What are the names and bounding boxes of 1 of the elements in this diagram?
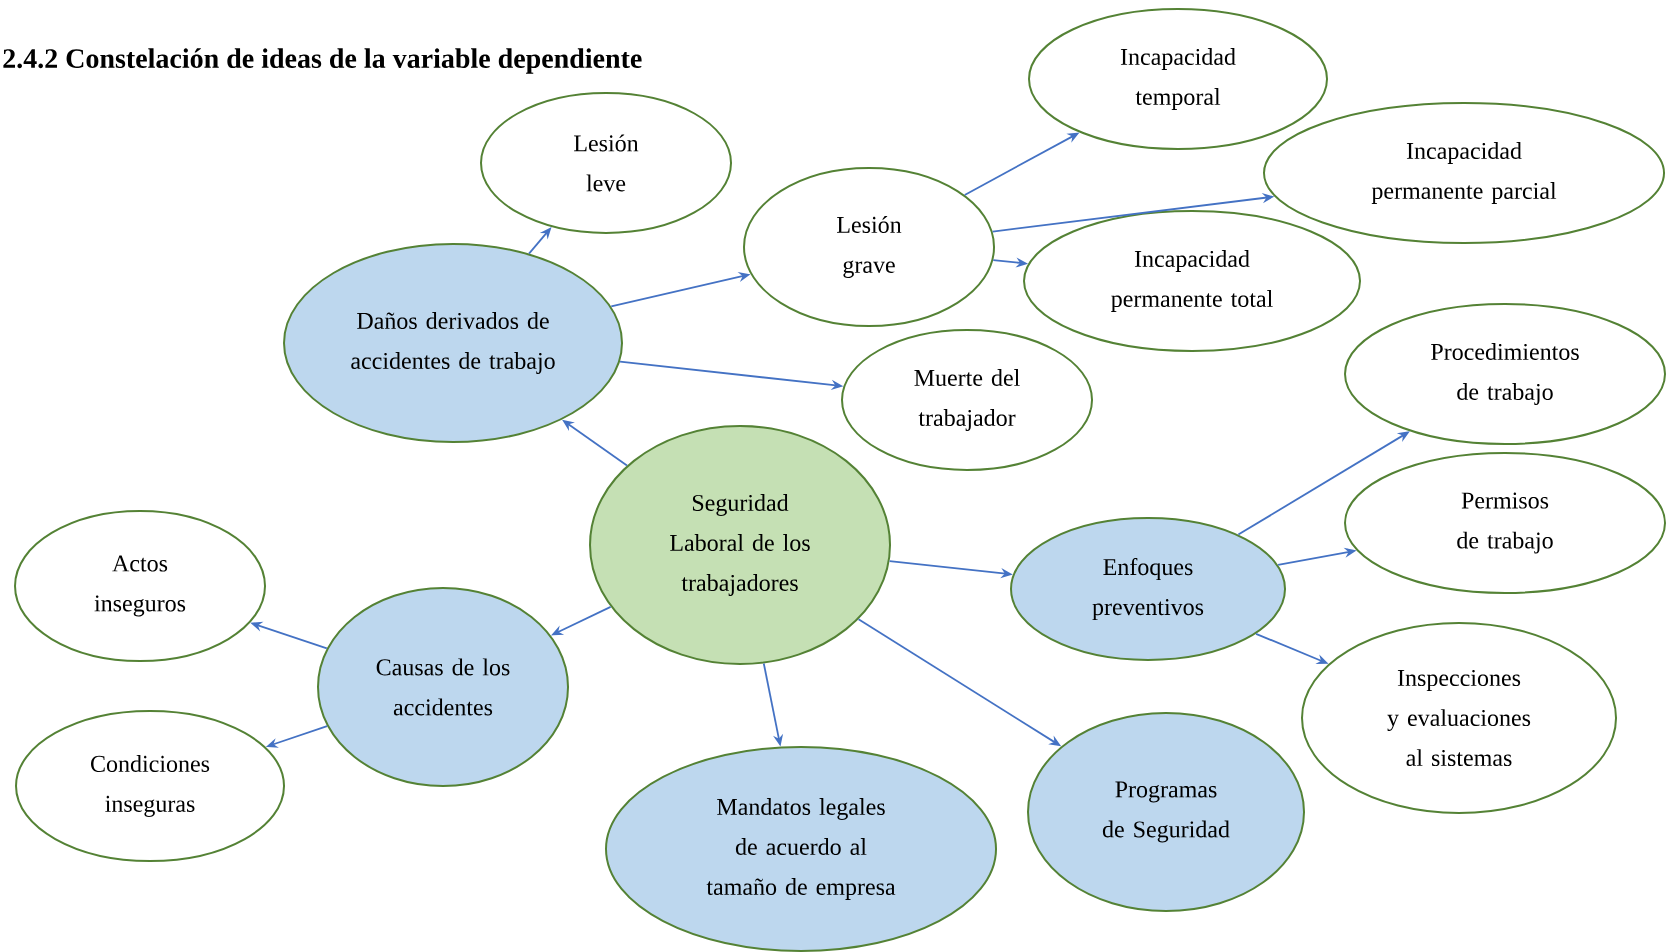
heading: 2.4.2 Constelación de ideas de la variable dependiente — [3, 48, 642, 74]
